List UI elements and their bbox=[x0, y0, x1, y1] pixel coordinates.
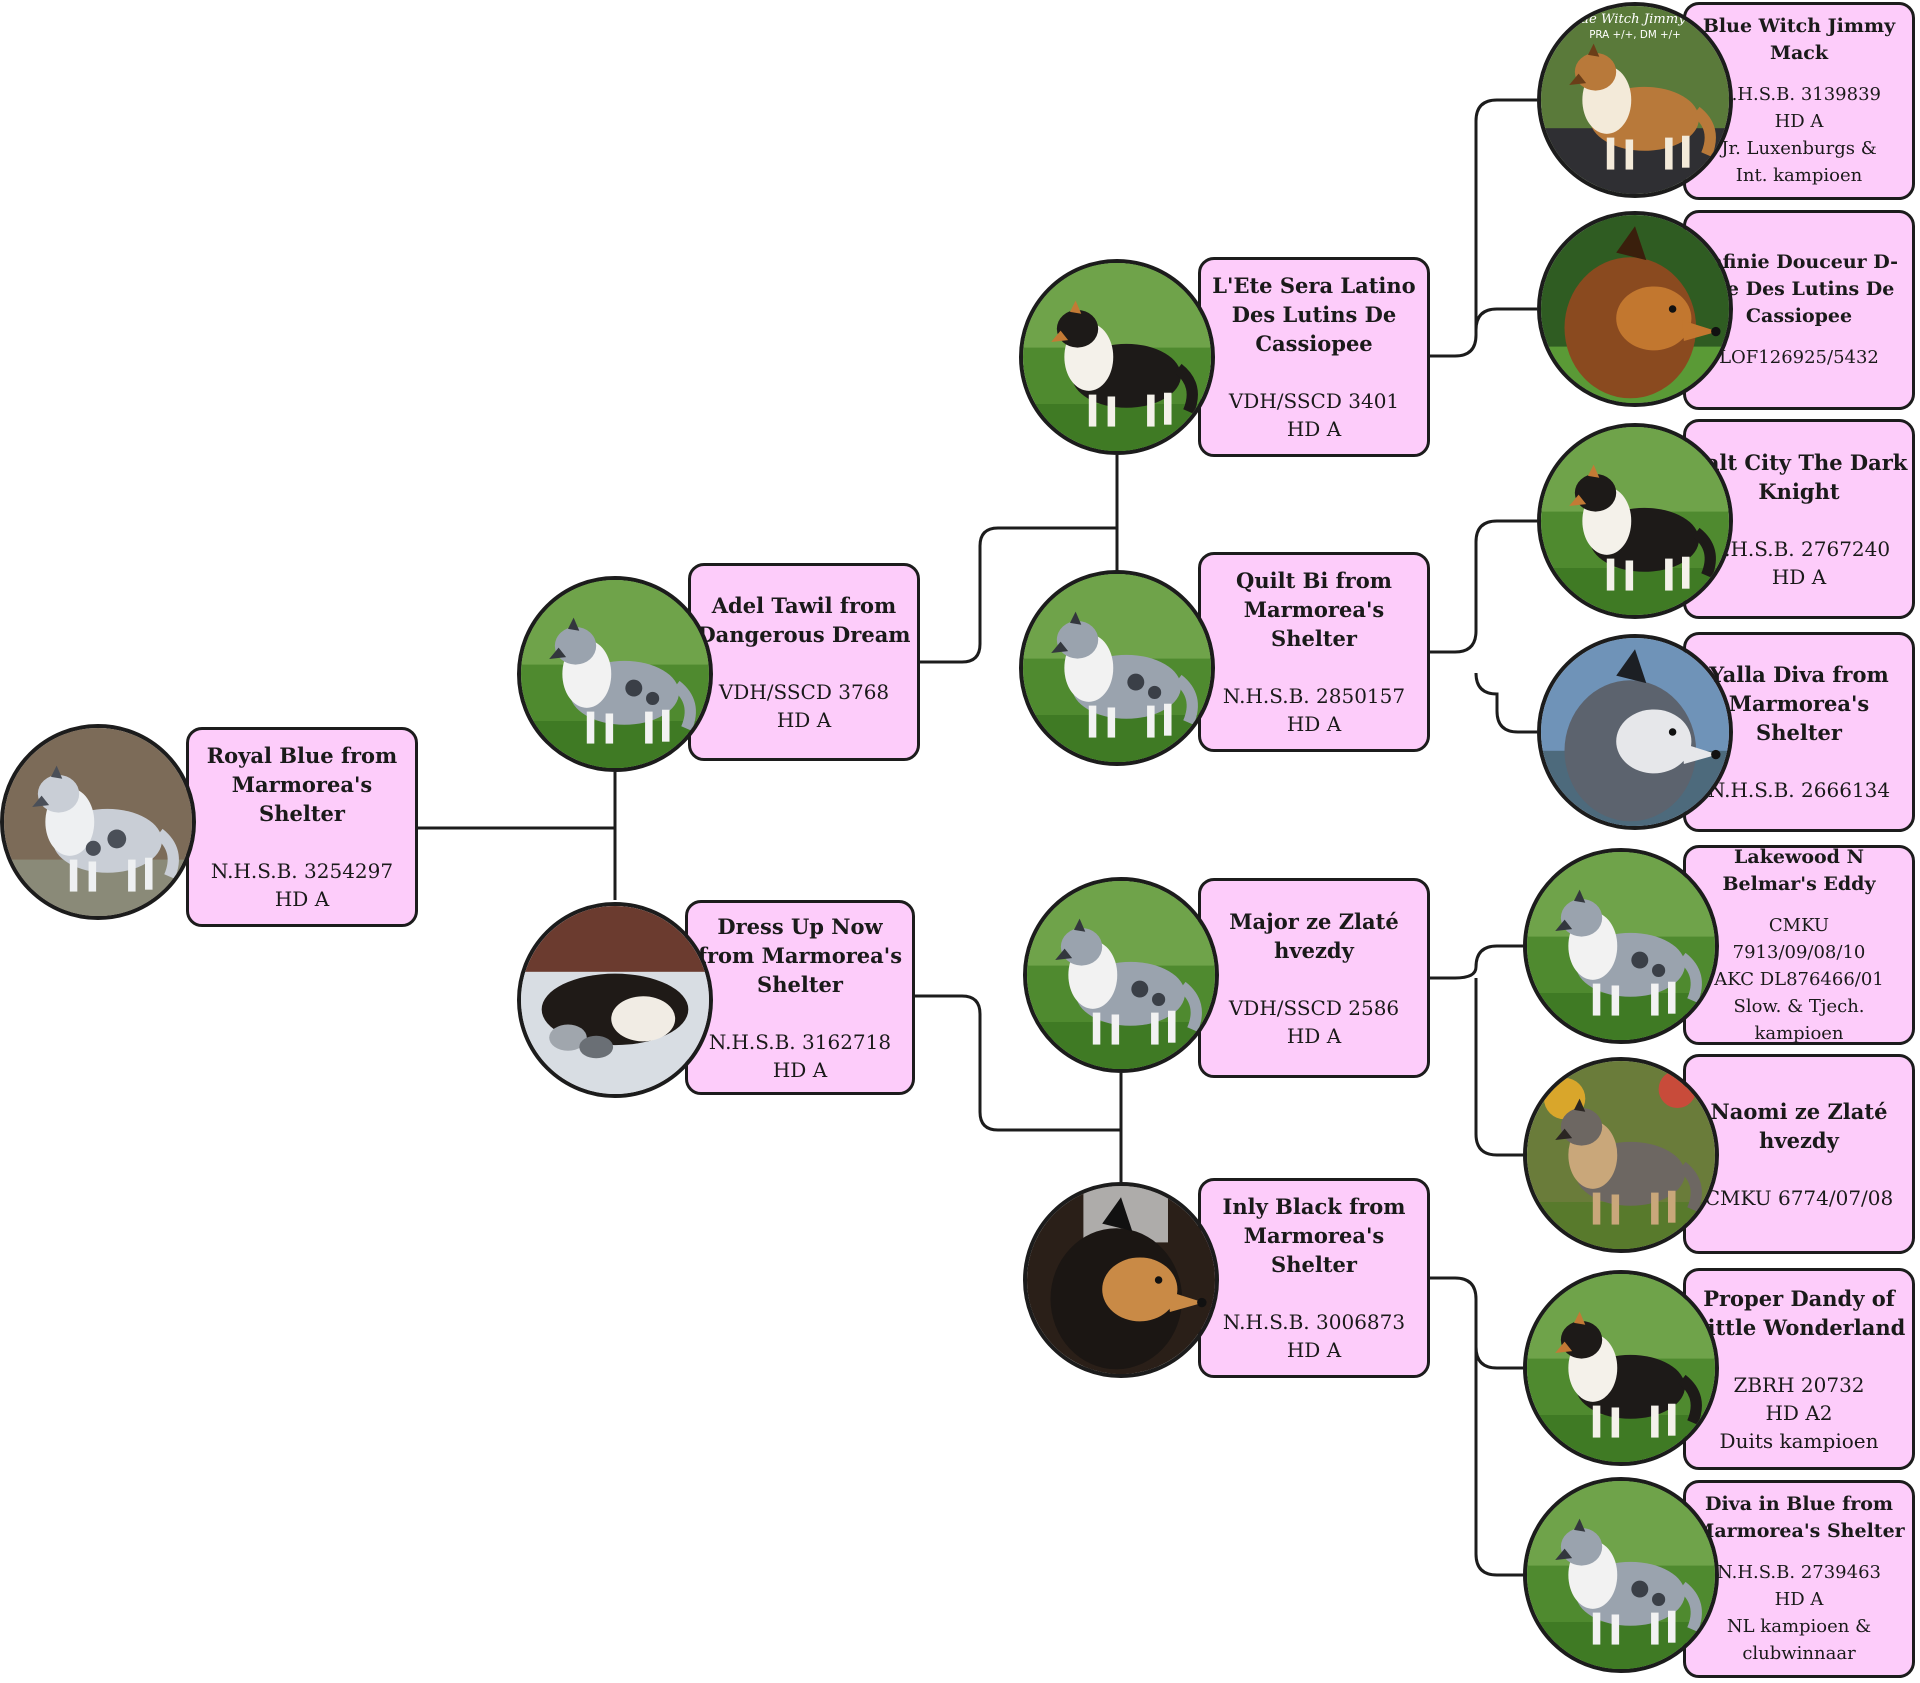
link-sire-grandparents bbox=[920, 455, 1119, 664]
dog-name: Adel Tawil from Dangerous Dream bbox=[697, 592, 911, 647]
dog-name: Inly Black from Marmorea's Shelter bbox=[1222, 1194, 1406, 1277]
dog-photo bbox=[1523, 1477, 1719, 1673]
dog-name: Blue Witch Jimmy Mack bbox=[1702, 15, 1896, 64]
dog-info-line: N.H.S.B. 2666134 bbox=[1707, 778, 1891, 802]
dog-info-line: Duits kampioen bbox=[1719, 1428, 1879, 1453]
dog-info-line: HD A2 bbox=[1765, 1400, 1833, 1425]
link-sd-greatgrandparents bbox=[1430, 519, 1537, 734]
dog-info-line: HD A bbox=[1771, 564, 1827, 589]
dog-info-line: 7913/09/08/10 bbox=[1732, 941, 1866, 963]
dog-photo bbox=[1523, 1270, 1719, 1466]
dog-info-line: LOF126925/5432 bbox=[1719, 347, 1879, 368]
dog-name: Royal Blue from Marmorea's Shelter bbox=[206, 743, 398, 826]
dog-photo bbox=[1523, 848, 1719, 1044]
dog-info-line: HD A bbox=[1286, 417, 1342, 441]
dog-card: Infinie Douceur D-Ete Des Lutins De Cass… bbox=[1683, 210, 1915, 410]
dog-photo bbox=[517, 576, 713, 772]
dog-info-line: N.H.S.B. 3006873 bbox=[1222, 1310, 1406, 1334]
dog-info-line: AKC DL876466/01 bbox=[1714, 968, 1884, 990]
dog-name: Lakewood N Belmar's Eddy bbox=[1722, 845, 1876, 895]
link-dd-greatgrandparents bbox=[1430, 1276, 1523, 1577]
dog-info-line: N.H.S.B. 3254297 bbox=[210, 859, 394, 883]
dog-name: Salt City The Dark Knight bbox=[1690, 449, 1908, 504]
dog-photo: Blue Witch Jimmy M PRA +/+, DM +/+ bbox=[1537, 2, 1733, 198]
dog-info-line: HD A bbox=[1286, 1338, 1342, 1362]
dog-name: Naomi ze Zlaté hvezdy bbox=[1710, 1098, 1888, 1153]
photo-caption: Blue Witch Jimmy M bbox=[1566, 12, 1704, 27]
dog-info-line: HD A bbox=[1286, 712, 1342, 736]
dog-photo bbox=[1537, 634, 1733, 830]
dog-info-line: Slow. & Tjech. bbox=[1733, 995, 1865, 1017]
dog-info-line: N.H.S.B. 3162718 bbox=[708, 1029, 892, 1054]
link-ss-greatgrandparents bbox=[1430, 98, 1537, 358]
dog-photo bbox=[1019, 259, 1215, 455]
dog-info-line: N.H.S.B. 3139839 bbox=[1717, 84, 1881, 105]
dog-info-line: ZBRH 20732 bbox=[1733, 1372, 1865, 1397]
dog-photo bbox=[0, 724, 196, 920]
dog-info-line: HD A bbox=[1774, 111, 1824, 132]
dog-name: Dress Up Now from Marmorea's Shelter bbox=[697, 913, 903, 997]
dog-card: L'Ete Sera Latino Des Lutins De Cassiope… bbox=[1198, 257, 1430, 457]
dog-info-line: VDH/SSCD 3401 bbox=[1228, 389, 1400, 413]
dog-info-line: HD A bbox=[1286, 1023, 1342, 1048]
dog-name: Major ze Zlaté hvezdy bbox=[1229, 908, 1399, 963]
dog-photo bbox=[1019, 570, 1215, 766]
dog-info-line: Jr. Luxenburgs & bbox=[1721, 138, 1877, 159]
link-subject-parents bbox=[418, 772, 617, 900]
dog-info-line: N.H.S.B. 2850157 bbox=[1222, 684, 1406, 708]
dog-photo bbox=[517, 902, 713, 1098]
dog-info-line: kampioen bbox=[1754, 1022, 1844, 1044]
dog-photo bbox=[1523, 1057, 1719, 1253]
dog-name: Proper Dandy of Little Wonderland bbox=[1692, 1285, 1906, 1340]
dog-info-line: N.H.S.B. 2767240 bbox=[1707, 536, 1891, 561]
dog-info-line: HD A bbox=[1774, 1589, 1824, 1610]
dog-info-line: HD A bbox=[776, 707, 832, 732]
dog-name: Quilt Bi from Marmorea's Shelter bbox=[1236, 568, 1392, 651]
dog-info-line: VDH/SSCD 3768 bbox=[718, 679, 890, 704]
photo-caption-2: PRA +/+, DM +/+ bbox=[1589, 29, 1681, 41]
dog-name: L'Ete Sera Latino Des Lutins De Cassiope… bbox=[1212, 273, 1416, 356]
dog-photo bbox=[1537, 423, 1733, 619]
dog-info-line: Int. kampioen bbox=[1735, 165, 1863, 186]
dog-photo bbox=[1023, 1182, 1219, 1378]
dog-photo bbox=[1023, 877, 1219, 1073]
dog-name: Infinie Douceur D-Ete Des Lutins De Cass… bbox=[1699, 251, 1899, 327]
dog-info-line: N.H.S.B. 2739463 bbox=[1717, 1562, 1881, 1583]
dog-name: Diva in Blue from Marmorea's Shelter bbox=[1693, 1493, 1905, 1542]
dog-photo bbox=[1537, 211, 1733, 407]
dog-info-line: clubwinnaar bbox=[1742, 1643, 1856, 1664]
dog-info-line: CMKU 6774/07/08 bbox=[1704, 1185, 1894, 1210]
dog-info-line: HD A bbox=[772, 1057, 828, 1082]
dog-info-line: NL kampioen & bbox=[1726, 1616, 1872, 1637]
link-dam-grandparents bbox=[915, 994, 1123, 1182]
dog-info-line: HD A bbox=[274, 887, 330, 911]
link-ds-greatgrandparents bbox=[1430, 944, 1523, 1157]
dog-info-line: CMKU bbox=[1768, 914, 1830, 936]
dog-name: Yalla Diva from Marmorea's Shelter bbox=[1709, 662, 1889, 745]
dog-info-line: VDH/SSCD 2586 bbox=[1228, 995, 1400, 1020]
